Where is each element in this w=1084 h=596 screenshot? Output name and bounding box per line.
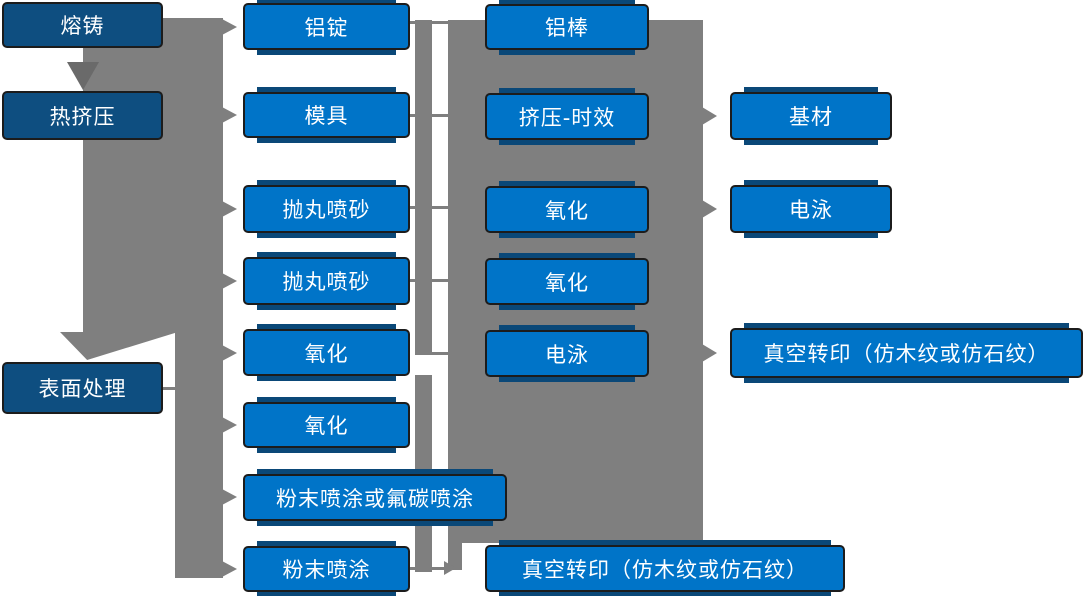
node-vacuum-transfer-2: 真空转印（仿木纹或仿石纹） (730, 323, 1083, 383)
link-blasting2-to-oxidation (406, 279, 448, 282)
node-powder-or-fluorocarbon-coating: 粉末喷涂或氟碳喷涂 (243, 469, 507, 526)
node-label: 模具 (304, 104, 349, 128)
arrow-to-vacuum-transfer-1-icon (444, 561, 456, 575)
node-label: 氧化 (304, 341, 349, 366)
node-label: 氧化 (304, 414, 349, 438)
node-surface-treatment: 表面处理 (2, 362, 163, 414)
connector-surface-treatment-link (162, 387, 177, 390)
down-arrow-to-surface-treatment-icon (60, 332, 178, 360)
node-label: 电泳 (789, 198, 833, 222)
node-label: 氧化 (545, 270, 589, 295)
node-aluminum-rod: 铝棒 (485, 0, 649, 55)
node-label: 表面处理 (38, 377, 127, 401)
node-label: 氧化 (545, 198, 589, 223)
node-oxidation-2: 氧化 (243, 397, 410, 453)
link-mold-to-extrusion (406, 114, 448, 117)
link-ingot-to-rod (410, 21, 448, 24)
node-oxidation-3: 氧化 (485, 181, 649, 238)
node-label: 基材 (789, 105, 833, 129)
node-electrophoresis-1: 电泳 (485, 325, 649, 382)
arrow-to-electrophoresis-2-icon (702, 200, 717, 218)
arrow-to-shot-blasting-2-icon (222, 273, 237, 289)
node-oxidation-1: 氧化 (243, 324, 410, 381)
node-label: 熔铸 (60, 14, 105, 38)
node-label: 热挤压 (49, 104, 116, 129)
node-label: 真空转印（仿木纹或仿石纹） (763, 342, 1050, 366)
node-electrophoresis-2: 电泳 (730, 180, 892, 238)
link-oxidation-to-electrophoresis (430, 352, 448, 355)
node-label: 铝棒 (545, 16, 589, 40)
arrow-to-base-material-icon (702, 107, 717, 125)
arrow-to-powder-coating-icon (222, 561, 237, 577)
arrow-to-aluminum-ingot-icon (222, 19, 237, 35)
node-label: 真空转印（仿木纹或仿石纹） (522, 557, 808, 582)
arrow-to-oxidation-2-icon (222, 417, 237, 433)
node-hot-extrusion: 热挤压 (2, 91, 163, 140)
node-label: 粉末喷涂 (282, 558, 371, 582)
connector-vertical-band (175, 18, 223, 578)
connector-bar-upper (415, 20, 432, 355)
arrow-to-mold-icon (222, 107, 237, 123)
node-mold: 模具 (243, 87, 410, 143)
node-label: 抛丸喷砂 (282, 198, 371, 222)
link-powder-to-vacuum-transfer (406, 567, 446, 570)
node-base-material: 基材 (730, 87, 892, 145)
link-blasting1-to-oxidation (406, 206, 448, 209)
node-label: 铝锭 (304, 15, 349, 40)
node-label: 抛丸喷砂 (282, 270, 371, 294)
node-vacuum-transfer-1: 真空转印（仿木纹或仿石纹） (485, 540, 845, 596)
arrow-to-vacuum-transfer-2-icon (702, 344, 717, 362)
node-shot-blasting-1: 抛丸喷砂 (243, 180, 410, 238)
arrow-to-oxidation-1-icon (222, 345, 237, 361)
node-shot-blasting-2: 抛丸喷砂 (243, 252, 410, 310)
node-label: 挤压-时效 (518, 105, 616, 130)
node-label: 电泳 (545, 342, 589, 367)
node-extrusion-aging: 挤压-时效 (485, 88, 649, 145)
node-oxidation-4: 氧化 (485, 253, 649, 310)
arrow-to-powder-fluorocarbon-icon (222, 489, 237, 505)
node-melting-casting: 熔铸 (2, 2, 163, 48)
arrow-to-shot-blasting-1-icon (222, 201, 237, 217)
node-aluminum-ingot: 铝锭 (243, 0, 410, 55)
node-label: 粉末喷涂或氟碳喷涂 (276, 486, 474, 511)
node-powder-coating: 粉末喷涂 (243, 541, 410, 596)
